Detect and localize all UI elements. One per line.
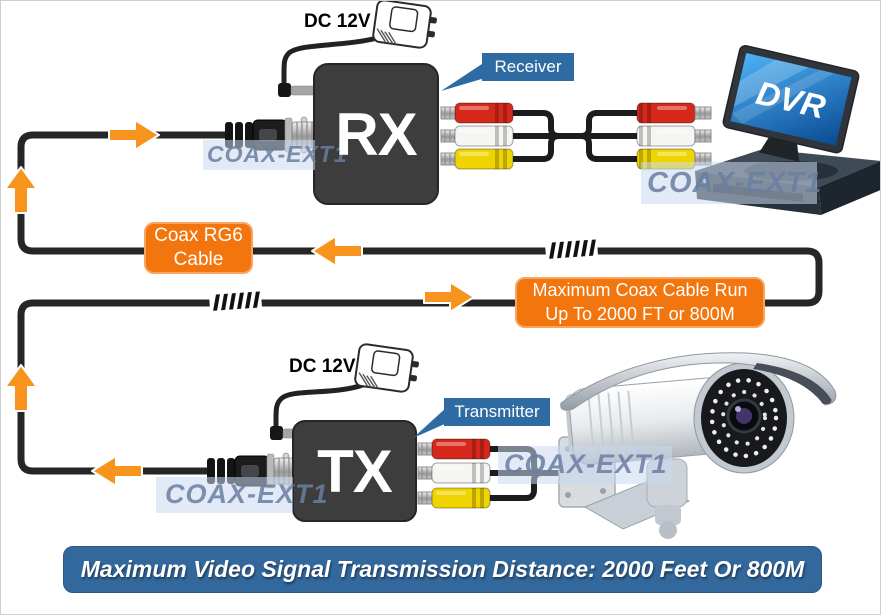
camera-illustration	[417, 352, 837, 539]
cable-break-mark	[209, 291, 262, 311]
cable-break-mark	[545, 239, 598, 259]
rca-plug-yellow	[440, 148, 514, 170]
transmitter-unit	[206, 342, 447, 522]
dc-power-label-top: DC 12V	[304, 11, 371, 32]
ir-led-ring	[709, 377, 779, 459]
receiver-callout: Receiver	[482, 53, 574, 81]
power-cable	[273, 382, 366, 430]
arrow-up-icon	[4, 364, 38, 412]
transmitter-callout: Transmitter	[444, 398, 550, 426]
arrow-up-icon	[4, 166, 38, 214]
watermark: COAX-EXT1	[504, 449, 668, 479]
dc-power-label-bottom: DC 12V	[289, 356, 356, 377]
footer-banner: Maximum Video Signal Transmission Distan…	[63, 546, 822, 593]
dc-plug	[270, 426, 283, 440]
max-run-label-line1: Maximum Coax Cable Run	[532, 280, 748, 301]
max-run-label: Maximum Coax Cable Run Up To 2000 FT or …	[515, 277, 765, 328]
rx-box	[313, 63, 439, 205]
arrow-right-icon	[108, 119, 160, 151]
dvr-illustration: DVR	[695, 45, 880, 215]
power-adapter-icon	[371, 1, 440, 51]
watermark-band	[156, 477, 293, 513]
tx-box	[292, 420, 417, 522]
watermark-band	[498, 446, 672, 484]
dvr-monitor: DVR	[722, 45, 860, 162]
ir-led-ring	[721, 390, 767, 446]
watermark: COAX-EXT1	[207, 141, 348, 167]
coax-cable-label-line2: Cable	[173, 249, 224, 270]
rx-label: RX	[335, 100, 417, 168]
watermark-band	[203, 140, 315, 170]
rca-plug-red	[636, 102, 712, 124]
coax-cable-run	[17, 131, 823, 475]
rca-plug-red	[417, 438, 491, 460]
arrow-right-icon	[423, 281, 475, 313]
max-run-label-line2: Up To 2000 FT or 800M	[545, 303, 735, 324]
rca-plug-white	[636, 125, 712, 147]
watermark: COAX-EXT1	[165, 479, 329, 509]
power-cable	[281, 34, 384, 88]
dc-plug	[278, 83, 291, 97]
rca-patch-cables	[440, 102, 712, 170]
receiver-unit	[224, 1, 485, 205]
transmitter-callout-pointer	[413, 407, 447, 438]
rca-plug-red	[440, 102, 514, 124]
signal-flow-arrows	[4, 119, 475, 487]
tx-label: TX	[317, 437, 393, 505]
watermark-band	[641, 162, 817, 204]
coax-cable-label-line1: Coax RG6	[154, 224, 243, 246]
rca-plug-white	[440, 125, 514, 147]
receiver-callout-pointer	[441, 62, 485, 91]
arrow-left-icon	[91, 455, 143, 487]
arrow-left-icon	[311, 235, 363, 267]
rca-plug-yellow	[417, 487, 491, 509]
watermark: COAX-EXT1	[647, 167, 822, 199]
coax-cable-label: Coax RG6 Cable	[144, 222, 253, 274]
rca-plug-white	[417, 462, 491, 484]
power-adapter-icon	[353, 342, 422, 395]
